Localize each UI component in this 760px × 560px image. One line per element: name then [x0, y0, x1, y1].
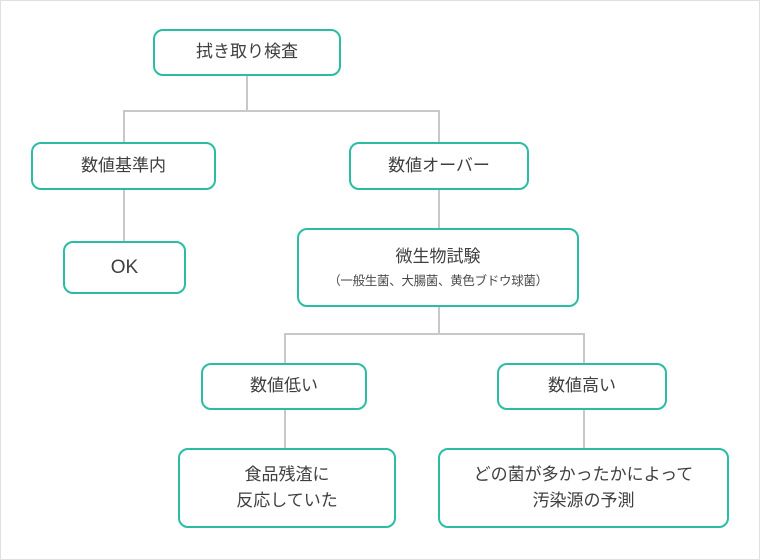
node-contamination-prediction-label: どの菌が多かったかによって 汚染源の予測 — [473, 464, 694, 510]
node-ok: OK — [63, 241, 186, 294]
node-microbial-test-sublabel: （一般生菌、大腸菌、黄色ブドウ球菌） — [328, 273, 548, 288]
connector-root-down — [246, 76, 248, 111]
connector-over-to-micro — [438, 190, 440, 228]
connector-high-drop — [583, 333, 585, 363]
node-value-over: 数値オーバー — [349, 142, 529, 190]
node-food-residue: 食品残渣に 反応していた — [178, 448, 396, 528]
node-value-high-label: 数値高い — [548, 376, 616, 396]
connector-micro-down — [438, 307, 440, 335]
connector-level2-horizontal — [284, 333, 585, 335]
node-ok-label: OK — [110, 256, 139, 278]
connector-high-to-predict — [583, 410, 585, 448]
node-swab-test-label: 拭き取り検査 — [196, 42, 298, 62]
connector-within-drop — [123, 110, 125, 144]
node-value-low: 数値低い — [201, 363, 367, 410]
node-value-low-label: 数値低い — [250, 376, 318, 396]
connector-low-to-residue — [284, 410, 286, 448]
node-value-over-label: 数値オーバー — [388, 155, 490, 175]
node-microbial-test-label: 微生物試験 — [395, 246, 481, 266]
connector-within-to-ok — [123, 190, 125, 241]
node-contamination-prediction: どの菌が多かったかによって 汚染源の予測 — [438, 448, 729, 528]
node-swab-test: 拭き取り検査 — [153, 29, 341, 76]
node-value-high: 数値高い — [497, 363, 667, 410]
node-within-standard-label: 数値基準内 — [81, 155, 166, 175]
node-microbial-test: 微生物試験 （一般生菌、大腸菌、黄色ブドウ球菌） — [297, 228, 579, 307]
node-food-residue-label: 食品残渣に 反応していた — [236, 464, 338, 510]
connector-over-drop — [438, 110, 440, 144]
node-within-standard: 数値基準内 — [31, 142, 216, 190]
connector-level1-horizontal — [123, 110, 440, 112]
connector-low-drop — [284, 333, 286, 363]
